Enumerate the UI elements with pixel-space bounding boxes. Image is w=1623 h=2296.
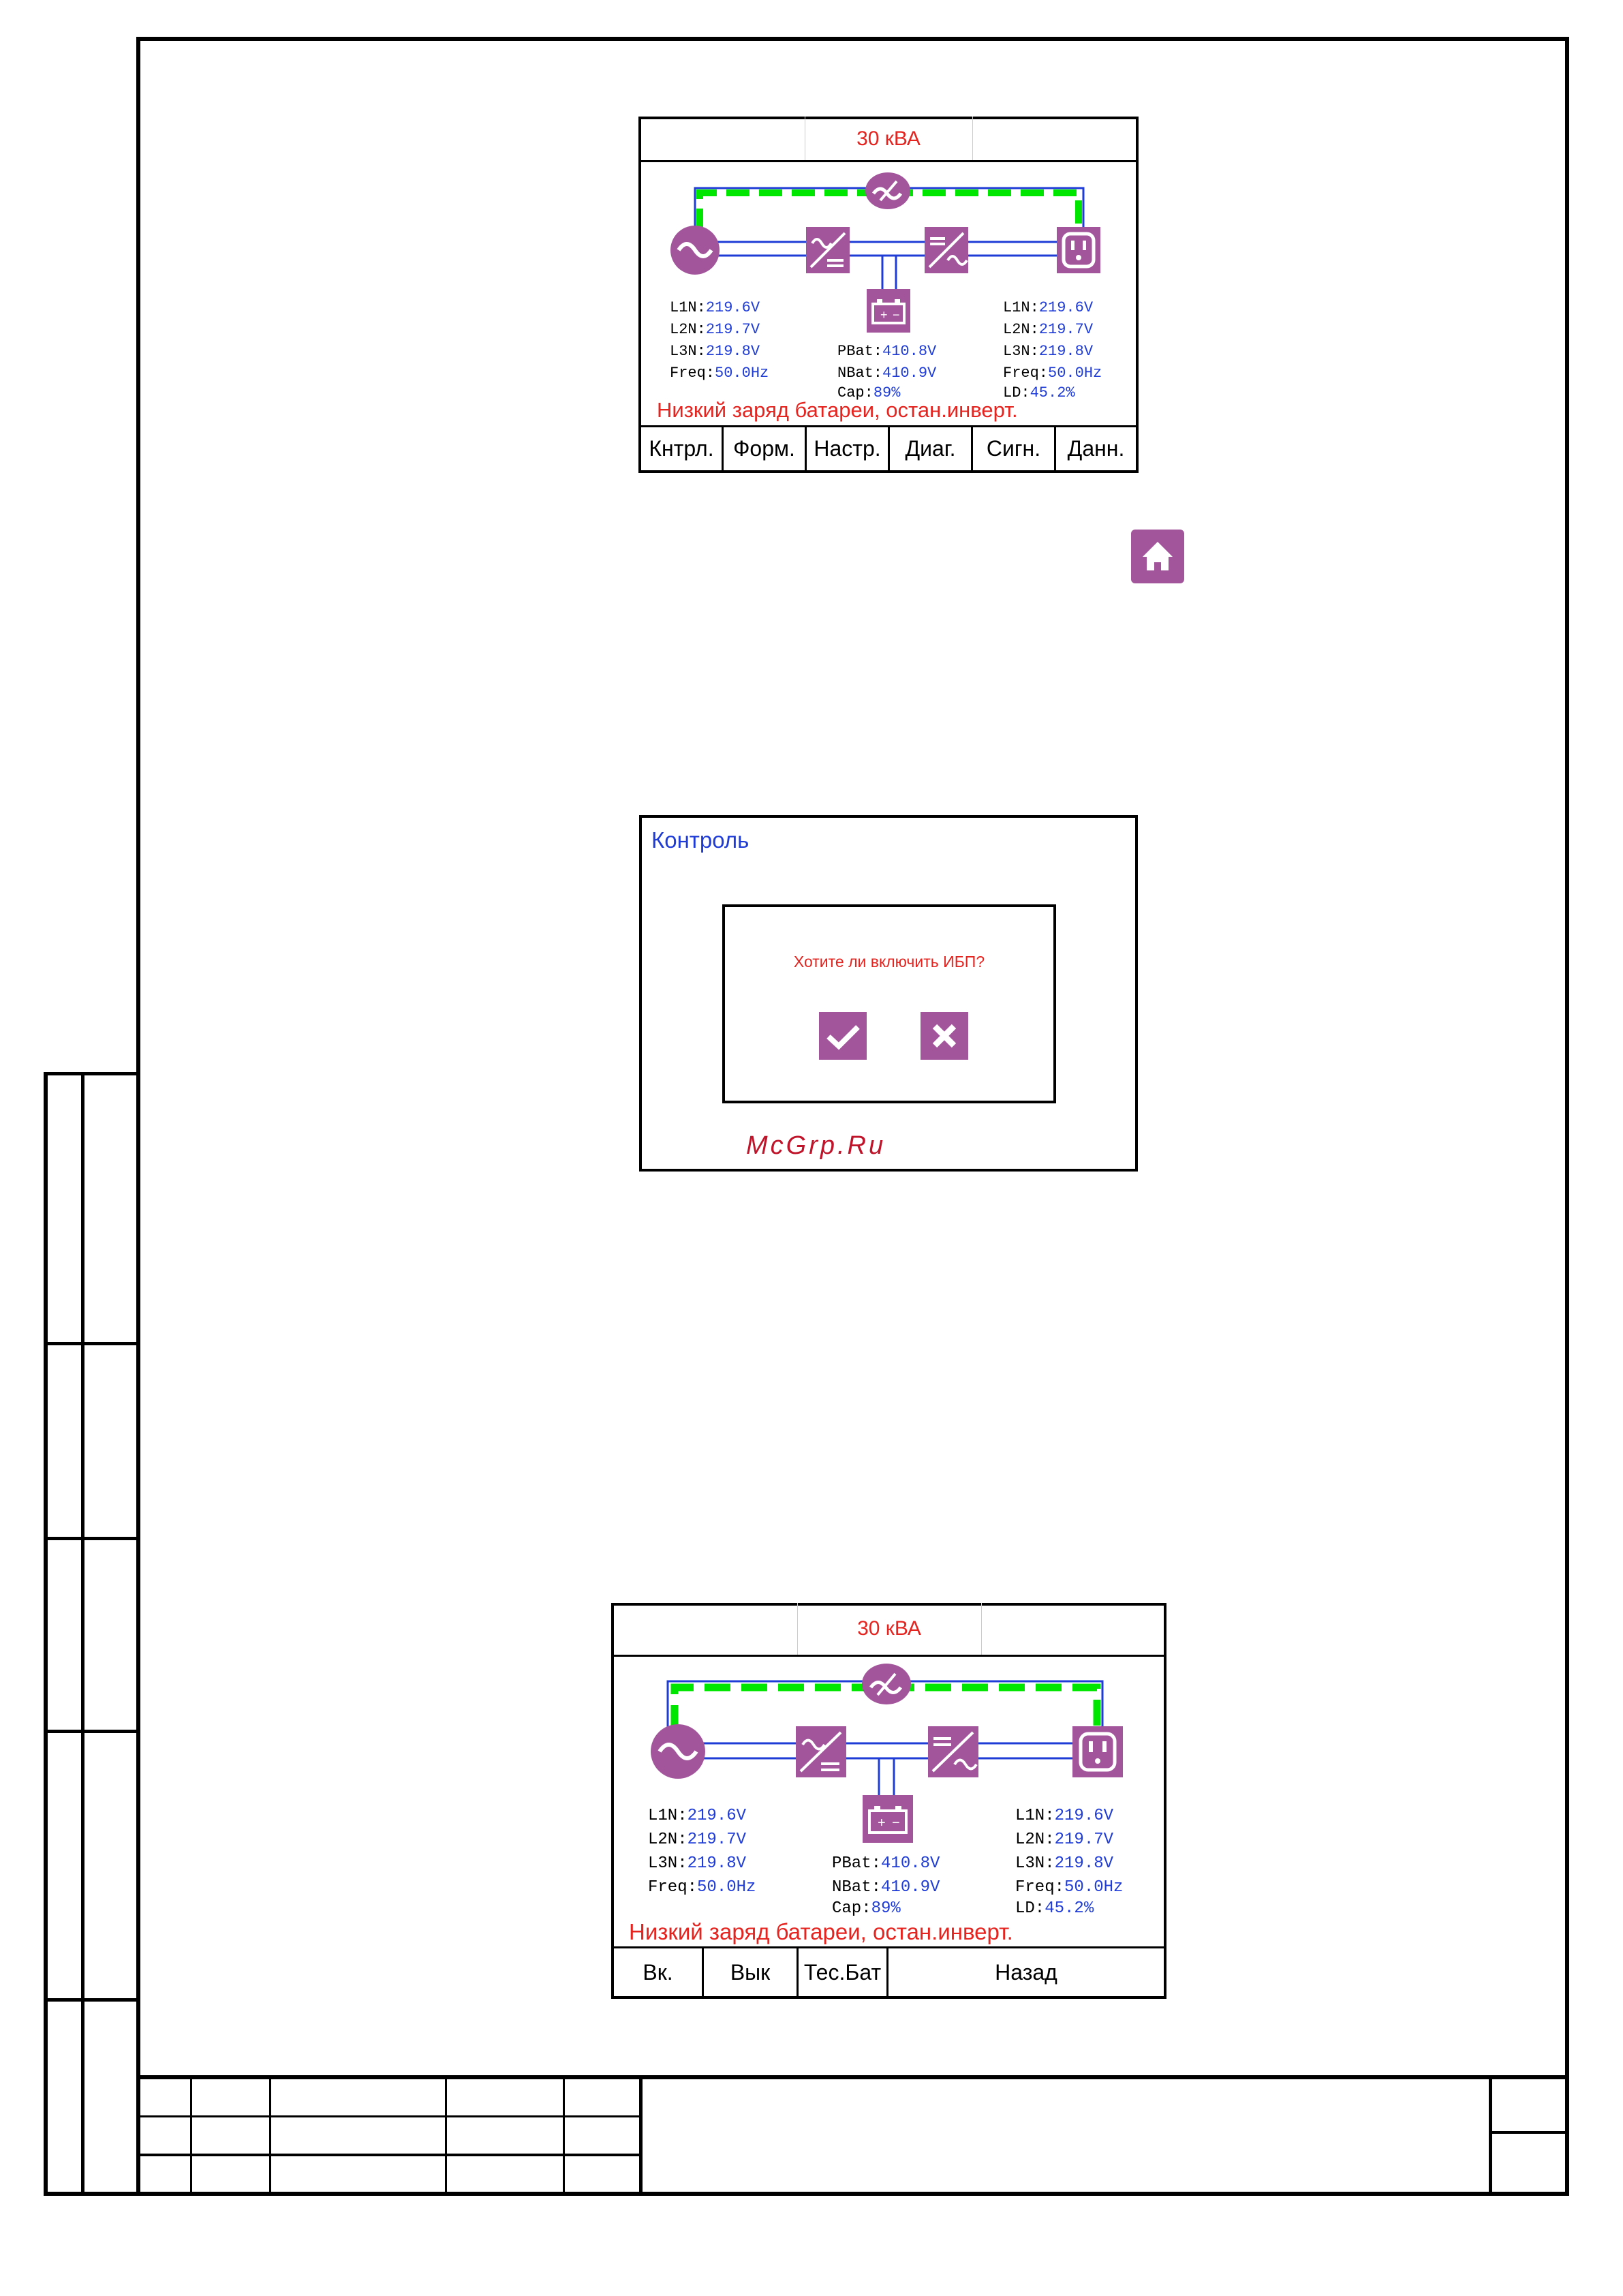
tab-settings[interactable]: Настр. <box>807 427 890 470</box>
svg-text:−: − <box>892 1816 900 1831</box>
status-message: Низкий заряд батареи, остан.инверт. <box>629 1919 1013 1944</box>
watermark: McGrp.Ru <box>746 1131 886 1160</box>
screen-title: 30 кВА <box>856 127 921 150</box>
tab-mode[interactable]: Форм. <box>724 427 807 470</box>
confirm-dialog: Хотите ли включить ИБП? <box>722 904 1056 1103</box>
ac-input-icon <box>670 226 720 275</box>
output-readings: L1N:219.6V L2N:219.7V L3N:219.8V Freq:50… <box>1003 299 1102 401</box>
ups-on-button[interactable]: Вк. <box>614 1948 704 1996</box>
input-readings: L1N:219.6V L2N:219.7V L3N:219.8V Freq:50… <box>648 1807 756 1897</box>
tab-diagnostics[interactable]: Диаг. <box>890 427 973 470</box>
back-button[interactable]: Назад <box>995 1959 1057 1985</box>
close-icon[interactable] <box>921 1012 968 1060</box>
status-message: Низкий заряд батареи, остан.инверт. <box>657 398 1018 422</box>
dialog-question: Хотите ли включить ИБП? <box>793 953 985 970</box>
inverter-icon <box>928 1726 978 1777</box>
output-socket-icon <box>1057 227 1100 273</box>
svg-text:+: + <box>878 1816 886 1831</box>
control-button-bar: Вк. Вык Тес.Бат Назад <box>614 1948 1164 1996</box>
battery-icon: + − <box>863 1795 913 1843</box>
tab-data[interactable]: Данн. <box>1067 436 1125 461</box>
battery-readings: PBat:410.8V NBat:410.9V Cap:89% <box>837 343 937 401</box>
output-socket-icon <box>1072 1726 1123 1777</box>
battery-icon: + − <box>867 289 910 333</box>
rectifier-icon <box>806 227 850 273</box>
static-switch-icon <box>865 172 910 209</box>
check-icon[interactable] <box>819 1012 867 1060</box>
main-tab-bar: Кнтрл. Форм. Настр. Диаг. Сигн. Данн. <box>641 427 1136 470</box>
ac-input-icon <box>651 1724 705 1779</box>
svg-text:−: − <box>893 308 900 322</box>
input-readings: L1N:219.6V L2N:219.7V L3N:219.8V Freq:50… <box>670 299 769 382</box>
inverter-icon <box>925 227 968 273</box>
battery-readings: PBat:410.8V NBat:410.9V Cap:89% <box>832 1854 940 1918</box>
screen-title: Контроль <box>651 827 749 853</box>
static-switch-icon <box>862 1664 911 1704</box>
tab-control[interactable]: Кнтрл. <box>641 427 724 470</box>
tab-alarms[interactable]: Сигн. <box>973 427 1056 470</box>
rectifier-icon <box>796 1726 846 1777</box>
battery-test-button[interactable]: Тес.Бат <box>799 1948 888 1996</box>
ups-off-button[interactable]: Вык <box>704 1948 799 1996</box>
output-readings: L1N:219.6V L2N:219.7V L3N:219.8V Freq:50… <box>1015 1807 1124 1918</box>
screen-title: 30 кВА <box>857 1617 921 1640</box>
home-icon[interactable] <box>1131 530 1184 583</box>
svg-text:+: + <box>880 308 888 322</box>
